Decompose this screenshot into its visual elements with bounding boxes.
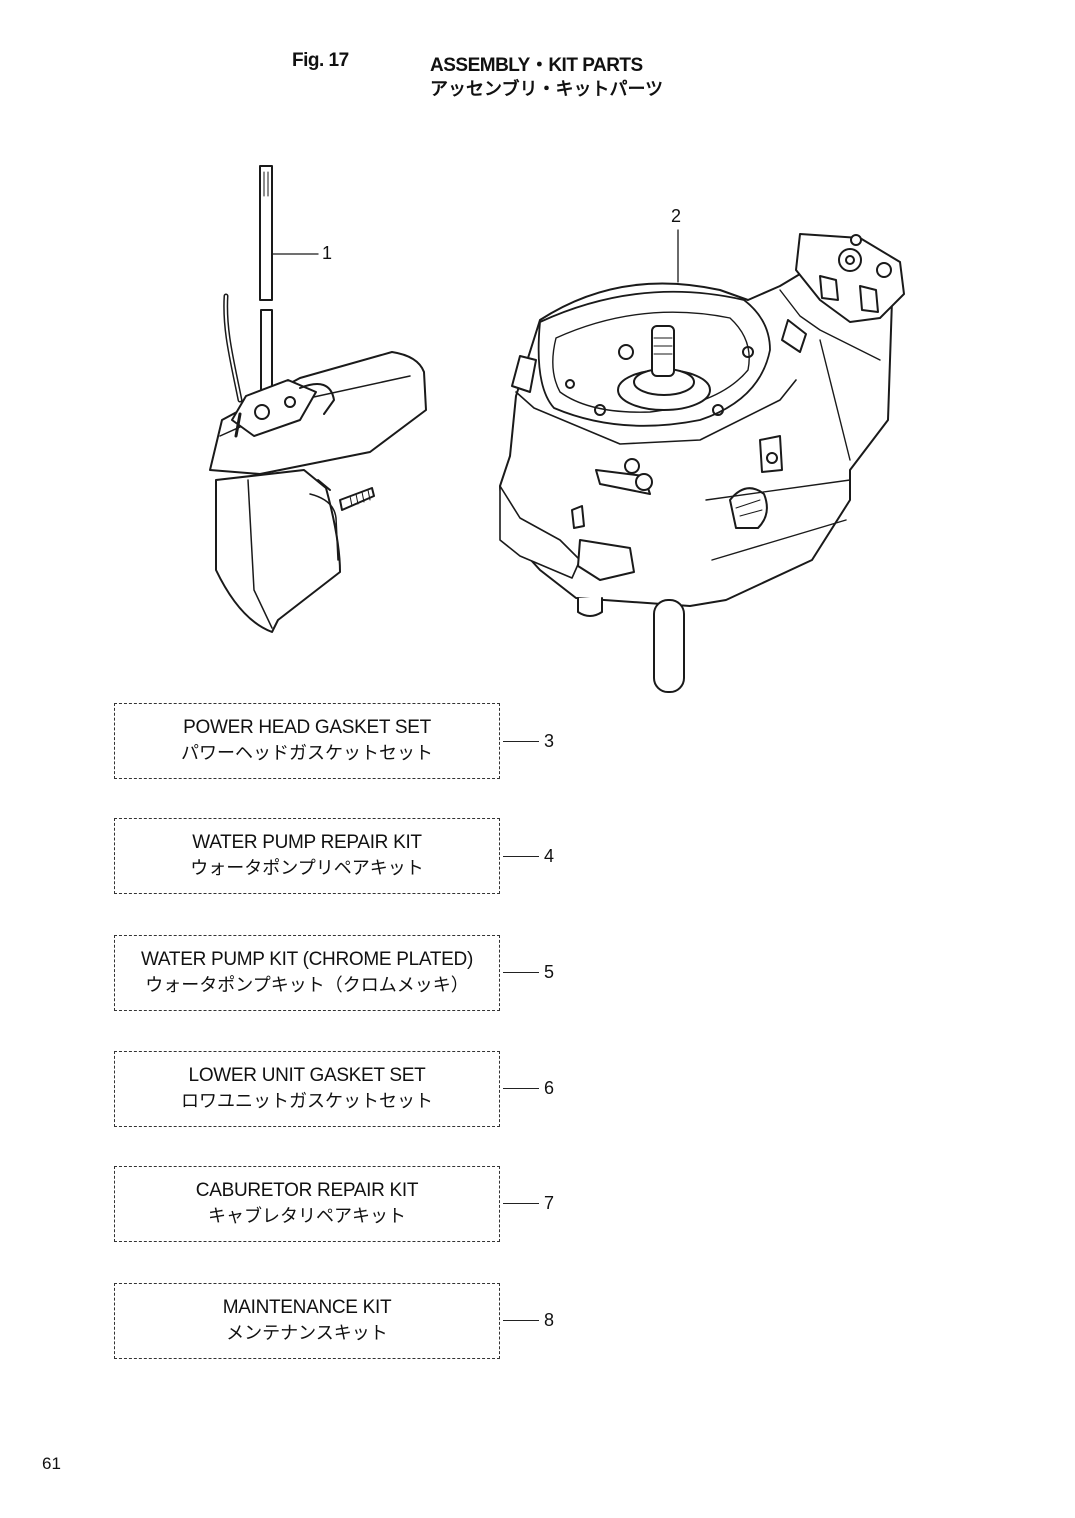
power-head-drawing	[499, 233, 905, 693]
kit-leader-line	[503, 1088, 539, 1089]
kit-name-en: LOWER UNIT GASKET SET	[188, 1065, 426, 1086]
kit-number: 5	[544, 962, 555, 982]
kit-name-ja: キャブレタリペアキット	[208, 1206, 406, 1227]
kit-water-pump-kit-chrome: WATER PUMP KIT (CHROME PLATED) ウォータポンプキッ…	[114, 935, 500, 1011]
kit-number: 4	[544, 846, 555, 866]
figure-number: Fig. 17	[292, 50, 349, 71]
kit-name-en: MAINTENANCE KIT	[222, 1297, 392, 1318]
lower-unit-drawing	[209, 165, 427, 633]
kit-maintenance-kit: MAINTENANCE KIT メンテナンスキット	[114, 1283, 500, 1359]
kit-power-head-gasket-set: POWER HEAD GASKET SET パワーヘッドガスケットセット	[114, 703, 500, 779]
kit-leader-line	[503, 741, 539, 742]
kit-name-en: CABURETOR REPAIR KIT	[195, 1180, 419, 1201]
kit-water-pump-repair-kit: WATER PUMP REPAIR KIT ウォータポンプリペアキット	[114, 818, 500, 894]
kit-leader-line	[503, 972, 539, 973]
page-title-japanese: アッセンブリ・キットパーツ	[430, 79, 664, 100]
kit-number: 6	[544, 1078, 555, 1098]
kit-name-en: WATER PUMP KIT (CHROME PLATED)	[141, 949, 473, 970]
page-number: 61	[42, 1454, 61, 1473]
kit-name-en: WATER PUMP REPAIR KIT	[192, 832, 422, 853]
callout-2: 2	[671, 206, 682, 226]
kit-lower-unit-gasket-set: LOWER UNIT GASKET SET ロワユニットガスケットセット	[114, 1051, 500, 1127]
kit-leader-line	[503, 1203, 539, 1204]
kit-name-ja: ウォータポンプリペアキット	[190, 858, 424, 879]
kit-name-ja: ウォータポンプキット（クロムメッキ）	[145, 975, 469, 996]
parts-illustration	[209, 165, 905, 693]
kit-number: 7	[544, 1193, 555, 1213]
kit-name-ja: メンテナンスキット	[226, 1323, 388, 1344]
callout-1: 1	[322, 243, 333, 263]
kit-leader-line	[503, 1320, 539, 1321]
kit-name-en: POWER HEAD GASKET SET	[183, 717, 431, 738]
page-title: ASSEMBLY・KIT PARTS	[430, 55, 643, 76]
kit-caburetor-repair-kit: CABURETOR REPAIR KIT キャブレタリペアキット	[114, 1166, 500, 1242]
kit-leader-line	[503, 856, 539, 857]
kit-number: 3	[544, 731, 555, 751]
kit-name-ja: パワーヘッドガスケットセット	[181, 743, 433, 764]
kit-number: 8	[544, 1310, 555, 1330]
kit-name-ja: ロワユニットガスケットセット	[181, 1091, 433, 1112]
